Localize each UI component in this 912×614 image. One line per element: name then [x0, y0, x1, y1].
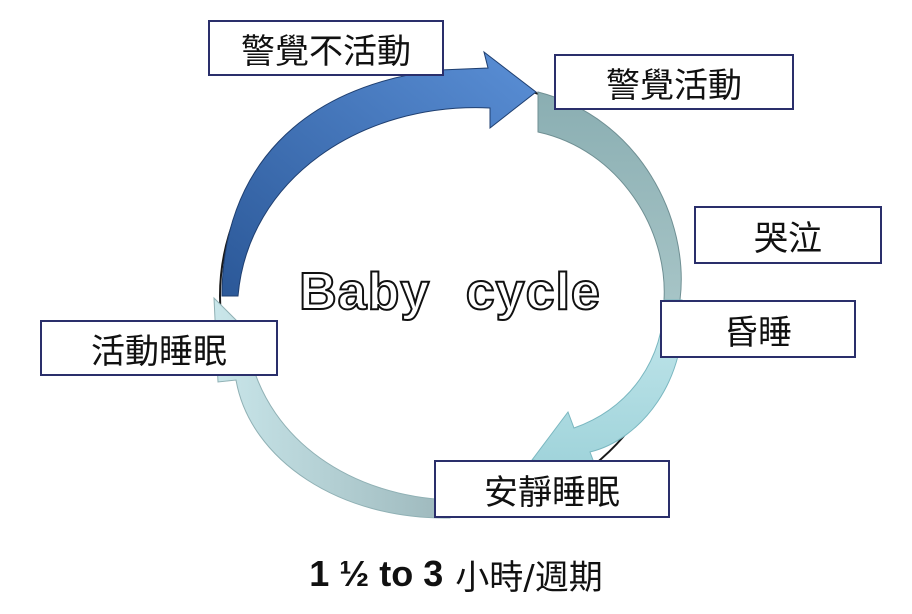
- stage-box-alert-active: 警覺活動: [554, 54, 794, 110]
- duration-unit: 小時/週期: [455, 557, 603, 598]
- stage-box-quiet-sleep: 安靜睡眠: [434, 460, 670, 518]
- stage-box-crying: 哭泣: [694, 206, 882, 264]
- stage-label: 哭泣: [754, 218, 822, 259]
- stage-label: 昏睡: [724, 312, 792, 353]
- arc-bottom: [213, 296, 451, 519]
- cycle-duration-caption: 1 ½ to 3 小時/週期: [0, 546, 912, 602]
- center-title: Baby cycle: [298, 262, 601, 322]
- stage-label: 活動睡眠: [91, 331, 227, 372]
- stage-box-alert-inactive: 警覺不活動: [208, 20, 444, 76]
- stage-label: 警覺不活動: [241, 31, 411, 72]
- stage-box-active-sleep: 活動睡眠: [40, 320, 278, 376]
- stage-label: 安靜睡眠: [484, 472, 620, 513]
- arc-dark-blue: [221, 50, 537, 297]
- duration-range: 1 ½ to 3: [309, 553, 444, 594]
- stage-label: 警覺活動: [606, 65, 742, 106]
- stage-box-drowsy: 昏睡: [660, 300, 856, 358]
